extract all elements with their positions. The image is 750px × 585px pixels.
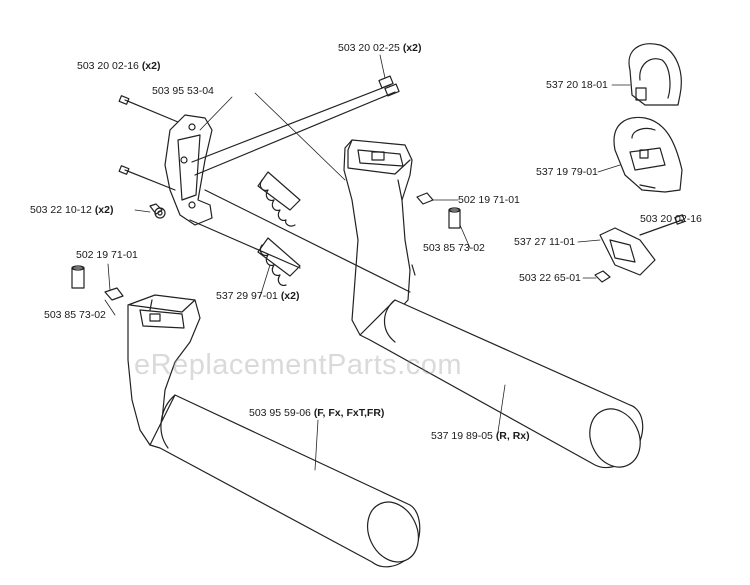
part-number: 503 20 02-25 — [338, 42, 400, 54]
clamp — [613, 116, 683, 193]
part-label: 503 95 59-06 (F, Fx, FxT,FR) — [249, 407, 384, 419]
part-qty: (x2) — [94, 204, 114, 216]
part-number: 503 95 53-04 — [152, 85, 214, 97]
part-number: 537 19 89-05 — [431, 430, 493, 442]
watermark: eReplacementParts.com — [134, 349, 463, 381]
part-number: 503 85 73-02 — [423, 242, 485, 254]
part-qty: (x2) — [402, 42, 422, 54]
clip-small — [599, 227, 656, 276]
part-number: 502 19 71-01 — [76, 249, 138, 261]
part-qty: (x2) — [141, 60, 161, 72]
part-qty: (F, Fx, FxT,FR) — [313, 407, 385, 419]
part-number: 502 19 71-01 — [458, 194, 520, 206]
springs — [257, 171, 301, 286]
leader-lines — [104, 54, 631, 471]
part-number: 503 85 73-02 — [44, 309, 106, 321]
nut-small — [594, 270, 611, 283]
part-label: 537 19 79-01 — [536, 166, 598, 178]
part-number: 503 95 59-06 — [249, 407, 311, 419]
part-label: 503 85 73-02 — [423, 242, 485, 254]
front-handle — [127, 294, 421, 568]
screws — [118, 75, 686, 293]
bracket-part — [164, 114, 213, 226]
part-number: 537 20 18-01 — [546, 79, 608, 91]
part-label: 503 20 02-16 — [640, 213, 702, 225]
part-label: 503 22 65-01 — [519, 272, 581, 284]
nut-washer — [149, 203, 166, 219]
part-number: 503 20 02-16 — [640, 213, 702, 225]
part-label: 537 29 97-01 (x2) — [216, 290, 300, 302]
rear-handle — [343, 139, 644, 469]
part-number: 537 27 11-01 — [514, 236, 576, 248]
part-label: 503 20 02-16 (x2) — [77, 60, 161, 72]
part-number: 537 29 97-01 — [216, 290, 278, 302]
clip-top — [628, 43, 682, 106]
part-number: 537 19 79-01 — [536, 166, 598, 178]
part-qty: (R, Rx) — [495, 430, 530, 442]
part-label: 537 27 11-01 — [514, 236, 575, 248]
part-label: 537 19 89-05 (R, Rx) — [431, 430, 530, 442]
part-label: 503 20 02-25 (x2) — [338, 42, 422, 54]
part-number: 503 22 10-12 — [30, 204, 92, 216]
part-number: 503 22 65-01 — [519, 272, 581, 284]
part-label: 503 95 53-04 — [152, 85, 214, 97]
part-label: 503 22 10-12 (x2) — [30, 204, 114, 216]
part-label: 502 19 71-01 — [458, 194, 520, 206]
part-label: 503 85 73-02 — [44, 309, 106, 321]
part-label: 537 20 18-01 — [546, 79, 608, 91]
part-qty: (x2) — [280, 290, 300, 302]
part-number: 503 20 02-16 — [77, 60, 139, 72]
part-label: 502 19 71-01 — [76, 249, 138, 261]
